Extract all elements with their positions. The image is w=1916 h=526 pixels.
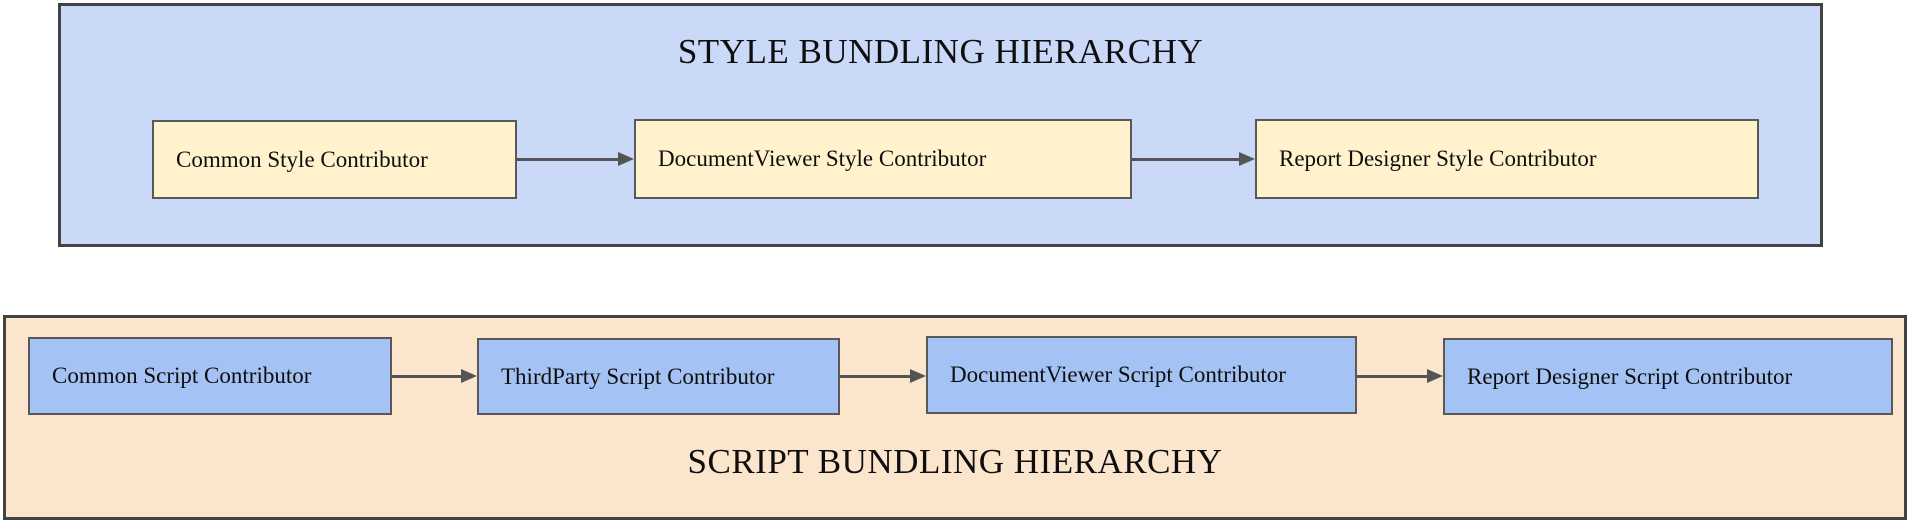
node-thirdparty-script-contributor: ThirdParty Script Contributor [477,338,840,415]
arrow-head [461,369,477,383]
node-label: DocumentViewer Style Contributor [658,146,987,171]
node-label: Report Designer Script Contributor [1467,363,1793,389]
arrow-right-icon [1357,369,1443,383]
arrow-right-icon [517,152,634,166]
arrow-shaft [517,157,618,161]
node-common-script-contributor: Common Script Contributor [28,337,392,415]
arrow-head [618,152,634,166]
script-bundling-panel: Common Script Contributor ThirdParty Scr… [3,315,1907,520]
arrow-right-icon [840,369,926,383]
node-report-designer-script-contributor: Report Designer Script Contributor [1443,338,1893,415]
node-common-style-contributor: Common Style Contributor [152,120,517,199]
node-label: Common Style Contributor [176,146,428,172]
node-documentviewer-style-contributor: DocumentViewer Style Contributor [634,119,1132,199]
arrow-head [1427,369,1443,383]
arrow-shaft [1357,374,1427,378]
node-label: ThirdParty Script Contributor [501,363,775,389]
script-panel-title: SCRIPT BUNDLING HIERARCHY [687,442,1223,481]
arrow-shaft [1132,157,1239,161]
arrow-right-icon [392,369,477,383]
style-bundling-panel: STYLE BUNDLING HIERARCHY Common Style Co… [58,3,1823,247]
style-panel-title: STYLE BUNDLING HIERARCHY [677,32,1204,71]
node-report-designer-style-contributor: Report Designer Style Contributor [1255,119,1759,199]
node-label: Common Script Contributor [52,363,312,388]
arrow-shaft [392,374,461,378]
arrow-right-icon [1132,152,1255,166]
node-label: DocumentViewer Script Contributor [950,362,1286,387]
node-label: Report Designer Style Contributor [1279,146,1597,171]
arrow-shaft [840,374,910,378]
arrow-head [910,369,926,383]
arrow-head [1239,152,1255,166]
node-documentviewer-script-contributor: DocumentViewer Script Contributor [926,336,1357,414]
